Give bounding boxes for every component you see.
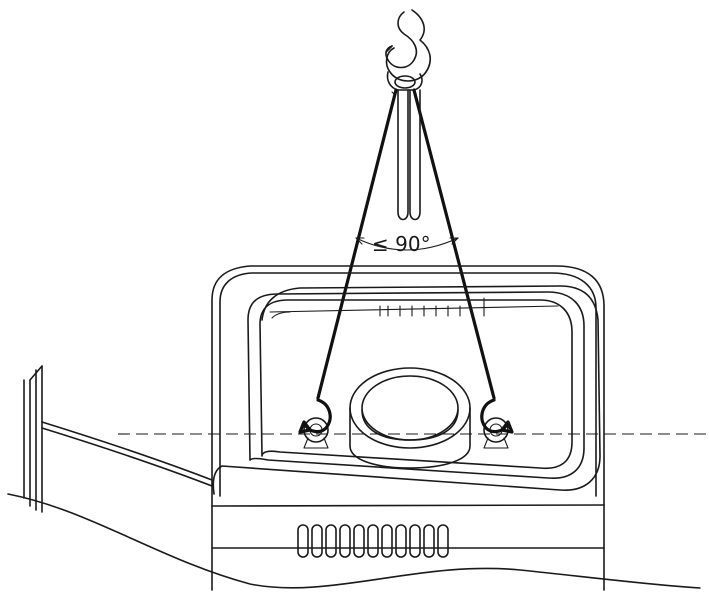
- crane-hook-icon: [385, 9, 432, 91]
- vent-slot: [297, 524, 309, 558]
- vent-slot: [395, 524, 407, 558]
- side-duct: [23, 365, 213, 513]
- top-panel: [212, 285, 601, 495]
- lifting-eye-icon: [298, 398, 514, 449]
- vent-slot: [311, 524, 323, 558]
- vent-slot: [367, 524, 379, 558]
- vent-slot: [339, 524, 351, 558]
- unit-housing: [211, 265, 605, 591]
- lifting-sling-icon: [316, 88, 496, 400]
- vent-slot: [409, 524, 421, 558]
- flue-collar: [349, 367, 471, 469]
- vent-slot: [423, 524, 435, 558]
- vent-slot: [381, 524, 393, 558]
- sling-angle-indicator: ≤ 90°: [355, 232, 459, 256]
- vent-slot: [353, 524, 365, 558]
- ground-line: [7, 493, 701, 589]
- vent-slot: [325, 524, 337, 558]
- angle-label: ≤ 90°: [372, 232, 431, 256]
- vent-slot: [437, 524, 449, 558]
- vent-grille: [297, 524, 449, 558]
